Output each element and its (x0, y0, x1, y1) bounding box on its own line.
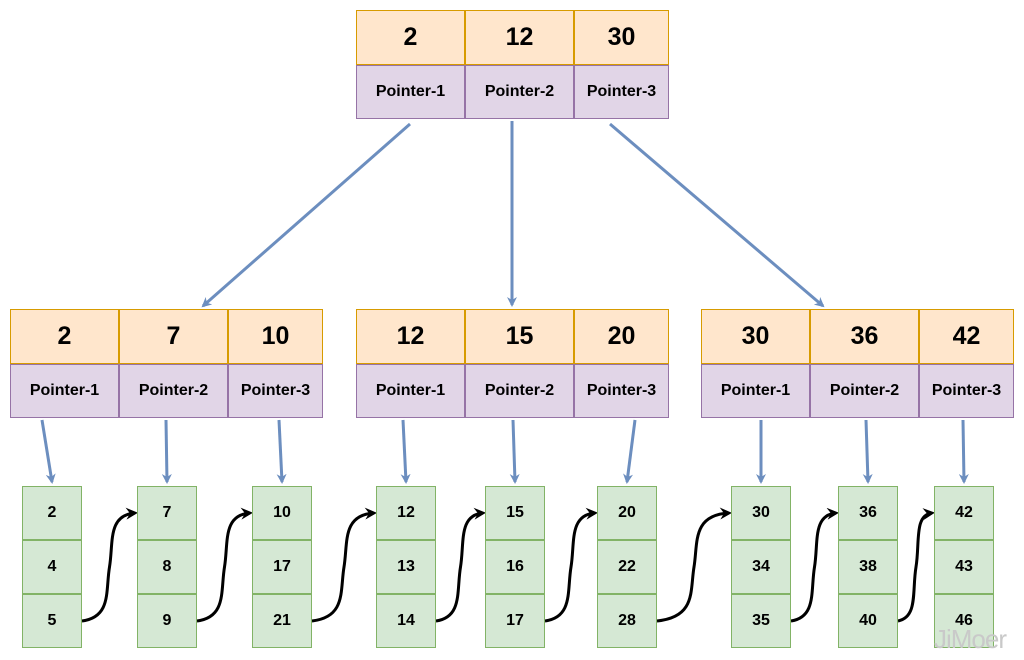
pointer-to-leaf-2-arrow (161, 419, 172, 484)
root-pointer-2: Pointer-2 (465, 65, 574, 119)
leaf-7-value-2: 34 (731, 540, 791, 594)
leaf-7-value-3: 35 (731, 594, 791, 648)
internal-node-2-key-2: 15 (465, 309, 574, 364)
internal-node-1-key-1: 2 (10, 309, 119, 364)
root-key-3: 30 (574, 10, 669, 65)
root-key-1: 2 (356, 10, 465, 65)
leaf-3-value-2: 17 (252, 540, 312, 594)
leaf-1-value-1: 2 (22, 486, 82, 540)
root-to-internal-1-arrow (201, 122, 411, 308)
internal-node-2-pointer-1: Pointer-1 (356, 364, 465, 418)
internal-node-3-key-2: 36 (810, 309, 919, 364)
leaf-9-value-3: 46 (934, 594, 994, 648)
watermark: JiMoer (934, 624, 1007, 654)
internal-node-3-key-3: 42 (919, 309, 1014, 364)
internal-node-3-pointer-2: Pointer-2 (810, 364, 919, 418)
leaf-link-6-to-7 (656, 507, 732, 623)
root-pointer-3: Pointer-3 (574, 65, 669, 119)
internal-node-1-key-3: 10 (228, 309, 323, 364)
internal-node-1-key-2: 7 (119, 309, 228, 364)
leaf-link-7-to-8 (790, 507, 839, 623)
leaf-5-value-1: 15 (485, 486, 545, 540)
leaf-6-value-2: 22 (597, 540, 657, 594)
pointer-to-leaf-6-arrow (623, 419, 637, 484)
internal-node-1-pointer-3: Pointer-3 (228, 364, 323, 418)
leaf-link-1-to-2 (81, 507, 138, 623)
pointer-to-leaf-3-arrow (276, 419, 287, 484)
internal-node-1-pointer-1: Pointer-1 (10, 364, 119, 418)
pointer-to-leaf-4-arrow (400, 419, 411, 484)
root-pointer-1: Pointer-1 (356, 65, 465, 119)
leaf-8-value-2: 38 (838, 540, 898, 594)
internal-node-2-pointer-2: Pointer-2 (465, 364, 574, 418)
internal-node-3-pointer-1: Pointer-1 (701, 364, 810, 418)
leaf-3-value-1: 10 (252, 486, 312, 540)
leaf-1-value-2: 4 (22, 540, 82, 594)
internal-node-3-key-1: 30 (701, 309, 810, 364)
root-key-2: 12 (465, 10, 574, 65)
leaf-9-value-2: 43 (934, 540, 994, 594)
pointer-to-leaf-5-arrow (509, 419, 520, 484)
leaf-5-value-3: 17 (485, 594, 545, 648)
leaf-2-value-2: 8 (137, 540, 197, 594)
leaf-link-2-to-3 (196, 507, 253, 623)
leaf-9-value-1: 42 (934, 486, 994, 540)
leaf-8-value-1: 36 (838, 486, 898, 540)
root-to-internal-3-arrow (609, 122, 825, 308)
leaf-1-value-3: 5 (22, 594, 82, 648)
leaf-link-5-to-6 (544, 507, 598, 623)
leaf-link-3-to-4 (311, 507, 377, 623)
internal-node-2-pointer-3: Pointer-3 (574, 364, 669, 418)
leaf-6-value-3: 28 (597, 594, 657, 648)
leaf-4-value-3: 14 (376, 594, 436, 648)
pointer-to-leaf-9-arrow (958, 419, 969, 484)
leaf-3-value-3: 21 (252, 594, 312, 648)
leaf-link-4-to-5 (435, 507, 486, 623)
leaf-4-value-2: 13 (376, 540, 436, 594)
internal-node-3-pointer-3: Pointer-3 (919, 364, 1014, 418)
leaf-7-value-1: 30 (731, 486, 791, 540)
internal-node-1-pointer-2: Pointer-2 (119, 364, 228, 418)
leaf-8-value-3: 40 (838, 594, 898, 648)
leaf-5-value-2: 16 (485, 540, 545, 594)
leaf-6-value-1: 20 (597, 486, 657, 540)
internal-node-2-key-3: 20 (574, 309, 669, 364)
leaf-2-value-3: 9 (137, 594, 197, 648)
pointer-to-leaf-1-arrow (40, 419, 56, 484)
internal-node-2-key-1: 12 (356, 309, 465, 364)
leaf-2-value-1: 7 (137, 486, 197, 540)
leaf-link-8-to-9 (897, 508, 935, 623)
pointer-to-leaf-8-arrow (862, 419, 873, 484)
leaf-4-value-1: 12 (376, 486, 436, 540)
